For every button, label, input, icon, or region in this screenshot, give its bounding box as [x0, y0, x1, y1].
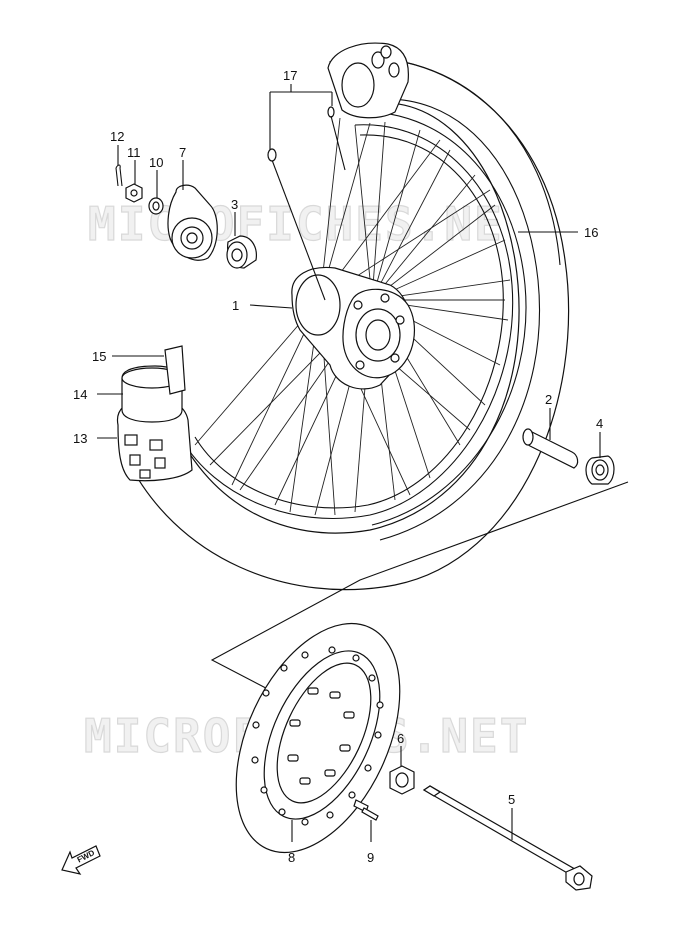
leader-lines: [97, 84, 601, 842]
assembly-line: [210, 481, 629, 699]
callout-3: 3: [231, 197, 238, 212]
callout-1: 1: [232, 298, 239, 313]
disc-bolt: [353, 799, 379, 821]
hub: [291, 266, 415, 390]
brake-disc: [235, 622, 401, 854]
bearing-right: [585, 455, 615, 485]
forward-arrow-icon: FWD: [61, 845, 101, 875]
valve-parts: [267, 106, 346, 301]
callout-14: 14: [73, 387, 87, 402]
bearing-left: [226, 235, 257, 269]
callout-11: 11: [127, 145, 141, 160]
callout-7: 7: [179, 145, 186, 160]
spokes: [194, 117, 511, 516]
wheel-assembly: [124, 42, 570, 591]
axle-nut: [389, 765, 415, 795]
callout-8: 8: [288, 850, 295, 865]
callout-13: 13: [73, 431, 87, 446]
callout-17: 17: [283, 68, 297, 83]
callout-12: 12: [110, 129, 124, 144]
callout-2: 2: [545, 392, 552, 407]
callout-labels: 1 2 3 4 5 6 7 8 9 10 11 12 13 14 15 16 1…: [73, 68, 603, 865]
rim-band-section: [116, 345, 193, 482]
speedometer-gear-box: [167, 184, 218, 261]
spacer: [522, 428, 579, 469]
nut-small: [125, 183, 143, 203]
axle: [422, 785, 593, 891]
callout-6: 6: [397, 731, 404, 746]
tire-cross-section: [327, 42, 410, 119]
callout-16: 16: [584, 225, 598, 240]
callout-10: 10: [149, 155, 163, 170]
washer: [148, 197, 164, 215]
callout-5: 5: [508, 792, 515, 807]
disc-mount-slots: [287, 687, 355, 785]
rim-tape-strip: [164, 345, 186, 395]
rim: [181, 124, 514, 519]
callout-15: 15: [92, 349, 106, 364]
callout-4: 4: [596, 416, 603, 431]
cotter-pin: [115, 164, 123, 187]
disc-holes: [251, 646, 384, 826]
callout-9: 9: [367, 850, 374, 865]
